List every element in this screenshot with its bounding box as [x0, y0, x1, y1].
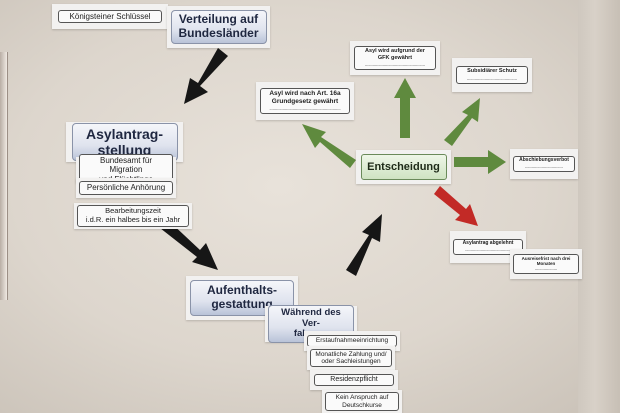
koenigsteiner-label: Königsteiner Schlüssel [58, 9, 162, 24]
door-frame [578, 0, 620, 413]
entscheidung-label: Entscheidung [360, 153, 447, 181]
ausreise-box: Ausreisefrist nach drei Monaten ........… [513, 253, 579, 275]
arrow-gestattung-to-entscheidung [346, 214, 382, 276]
verteilung-line1: Verteilung auf [178, 12, 259, 27]
arrow-to-gfk [394, 78, 416, 138]
abschiebung-label: Abschiebungsverbot [519, 156, 569, 163]
arrow-antrag-to-gestattung [160, 220, 218, 270]
aufenthalt-line2: gestattung [211, 297, 273, 311]
bearbeitung-card: Bearbeitungszeit i.d.R. ein halbes bis e… [74, 203, 192, 229]
asylantrag-line1: Asylantrag- [85, 125, 164, 142]
anhoerung-card: Persönliche Anhörung [76, 178, 176, 198]
residenz-label: Residenzpflicht [314, 373, 394, 387]
kein-anspruch-card: Kein Anspruch auf Deutschkurse [322, 390, 402, 413]
ausreise-label: Ausreisefrist nach drei Monaten [521, 255, 571, 267]
anhoerung-label: Persönliche Anhörung [79, 181, 173, 195]
waehrend-line1: Während des Ver- [281, 306, 341, 329]
residenz-card: Residenzpflicht [310, 370, 398, 390]
monatlich-box: Monatliche Zahlung und/ oder Sachleistun… [310, 348, 392, 368]
verteilung-header: Verteilung auf Bundesländer [170, 10, 267, 44]
abgelehnt-box: Asylantrag abgelehnt ...................… [453, 238, 523, 256]
koenigsteiner-card: Königsteiner Schlüssel [52, 4, 168, 29]
arrow-verteilung-to-antrag [184, 48, 228, 104]
kein-anspruch-box: Kein Anspruch auf Deutschkurse [325, 392, 399, 411]
gfk-card: Asyl wird aufgrund der GFK gewährt .....… [350, 41, 440, 75]
monat-line2: oder Sachleistungen [321, 358, 381, 365]
subsidiaer-card: Subsidiärer Schutz .....................… [452, 58, 532, 92]
art16-line2: Grundgesetz gewährt [271, 97, 339, 105]
arrow-to-subsidiaer [444, 98, 480, 146]
bamf-line1: Bundesamt für Migration [99, 156, 153, 175]
monatlich-card: Monatliche Zahlung und/ oder Sachleistun… [307, 346, 395, 370]
gfk-box: Asyl wird aufgrund der GFK gewährt .....… [354, 46, 436, 70]
subsidiaer-box: Subsidiärer Schutz .....................… [456, 65, 528, 85]
abschiebung-card: Abschiebungsverbot .....................… [510, 149, 578, 179]
arrow-to-abgelehnt [434, 186, 478, 226]
verteilung-line2: Bundesländer [178, 26, 259, 40]
bearbeitung-box: Bearbeitungszeit i.d.R. ein halbes bis e… [77, 205, 189, 227]
gfk-line1: Asyl wird aufgrund der [365, 48, 425, 55]
kein-line1: Kein Anspruch auf [335, 394, 389, 402]
kein-line2: Deutschkurse [342, 401, 382, 409]
aufenthalt-line1: Aufenthalts- [207, 283, 277, 298]
abschiebung-box: Abschiebungsverbot .....................… [513, 155, 575, 173]
asylantrag-line2: stellung [97, 142, 152, 158]
bearb-line2: i.d.R. ein halbes bis ein Jahr [85, 215, 181, 224]
art16-line1: Asyl wird nach Art. 16a [269, 90, 341, 98]
picture-frame-edge [0, 52, 8, 300]
art16a-card: Asyl wird nach Art. 16a Grundgesetz gewä… [256, 82, 354, 120]
gfk-line2: GFK gewährt [377, 54, 413, 61]
arrow-to-abschiebung [454, 150, 506, 174]
monat-line1: Monatliche Zahlung und/ [315, 350, 387, 358]
arrow-to-art16 [302, 124, 356, 168]
ausreise-card: Ausreisefrist nach drei Monaten ........… [510, 249, 582, 279]
subsidiaer-label: Subsidiärer Schutz [467, 67, 517, 74]
abgelehnt-label: Asylantrag abgelehnt [462, 239, 514, 246]
bearb-line1: Bearbeitungszeit [105, 206, 161, 216]
verteilung-card: Verteilung auf Bundesländer [167, 6, 270, 48]
entscheidung-card: Entscheidung [356, 150, 451, 184]
art16a-box: Asyl wird nach Art. 16a Grundgesetz gewä… [260, 88, 350, 114]
erstaufnahme-label: Erstaufnahmeeinrichtung [307, 335, 397, 347]
aufenthalt-card: Aufenthalts- gestattung [186, 276, 298, 320]
